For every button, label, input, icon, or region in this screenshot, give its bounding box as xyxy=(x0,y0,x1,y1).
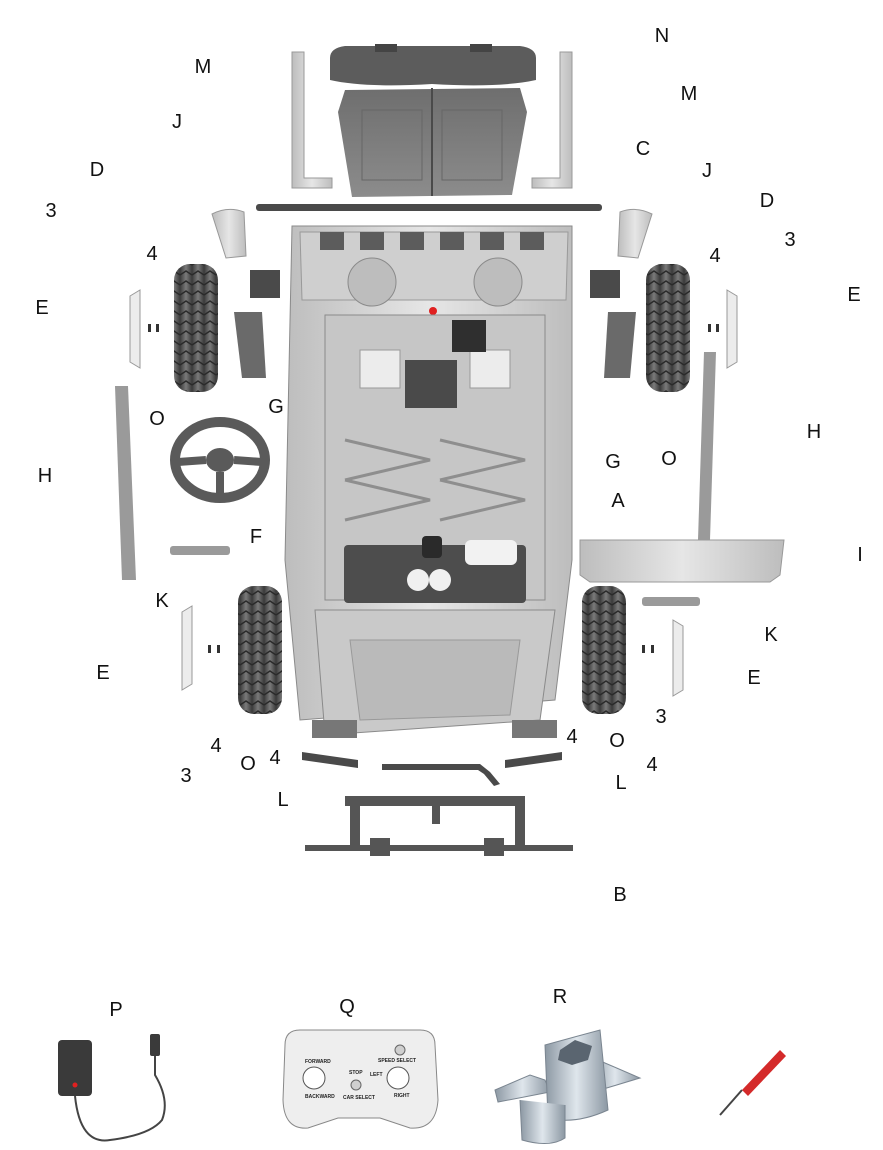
label-l-right: L xyxy=(615,772,627,794)
remote-speed-select-label: SPEED SELECT xyxy=(378,1058,416,1064)
label-c: C xyxy=(635,138,651,160)
rod-part xyxy=(256,204,602,211)
upright-right-part xyxy=(531,51,573,189)
axle-washers-part xyxy=(148,324,719,653)
label-j-right: J xyxy=(702,160,712,182)
label-m-left: M xyxy=(194,56,212,78)
label-4-c: 4 xyxy=(210,735,222,757)
hubcap-rl-part xyxy=(129,289,141,369)
label-o-d: O xyxy=(240,753,256,775)
remote-backward-label: BACKWARD xyxy=(305,1094,335,1100)
label-i: I xyxy=(857,544,863,566)
label-h-left: H xyxy=(37,465,53,487)
wheel-front-left-part xyxy=(238,586,282,714)
side-rail-right-part xyxy=(505,752,562,768)
label-o-c: O xyxy=(609,730,625,752)
label-a: A xyxy=(611,490,625,512)
wheel-front-right-part xyxy=(582,586,626,714)
label-e-c: E xyxy=(96,662,110,684)
front-bumper-part xyxy=(579,539,785,583)
label-g-right: G xyxy=(605,451,621,473)
label-e-b: E xyxy=(847,284,861,306)
hubcap-rr-part xyxy=(726,289,738,369)
label-e-d: E xyxy=(747,667,761,689)
remote-stop-label: STOP xyxy=(349,1070,363,1076)
label-f: F xyxy=(249,526,263,548)
label-o-a: O xyxy=(149,408,165,430)
label-4-e: 4 xyxy=(566,726,578,748)
label-n: N xyxy=(654,25,670,47)
seat-part xyxy=(338,88,527,197)
label-3-d: 3 xyxy=(180,765,192,787)
forward-backward-dial xyxy=(302,1066,326,1090)
label-k-right: K xyxy=(764,624,778,646)
stop-button-icon xyxy=(350,1079,362,1091)
upright-left-part xyxy=(291,51,333,189)
label-o-b: O xyxy=(661,448,677,470)
plate-left-part xyxy=(250,270,280,298)
charger-part xyxy=(58,1034,166,1142)
tow-bar-part xyxy=(382,764,500,786)
label-4-f: 4 xyxy=(646,754,658,776)
label-p: P xyxy=(109,999,123,1021)
label-3-a: 3 xyxy=(45,200,57,222)
wheel-rear-left-part xyxy=(174,264,218,392)
label-b: B xyxy=(613,884,627,906)
fender-right-part xyxy=(617,208,653,259)
label-e-a: E xyxy=(35,297,49,319)
bracket-k-part xyxy=(642,597,700,606)
left-right-dial xyxy=(386,1066,410,1090)
label-3-c: 3 xyxy=(655,706,667,728)
label-d-right: D xyxy=(759,190,775,212)
remote-car-select-label: CAR SELECT xyxy=(343,1095,375,1101)
label-d-left: D xyxy=(89,159,105,181)
label-4-a: 4 xyxy=(146,243,158,265)
plate-right-part xyxy=(590,270,620,298)
label-k-left: K xyxy=(155,590,169,612)
wrench-part xyxy=(494,1029,642,1144)
steering-wheel-part xyxy=(170,417,270,503)
label-4-d: 4 xyxy=(269,747,281,769)
hubcap-fr-part xyxy=(672,619,684,697)
label-h-right: H xyxy=(806,421,822,443)
gearbox-left-part xyxy=(234,312,266,378)
speed-select-button-icon xyxy=(394,1044,406,1056)
remote-control: FORWARD BACKWARD STOP LEFT RIGHT SPEED S… xyxy=(282,1029,439,1129)
seat-back-part xyxy=(330,44,536,86)
screwdriver-part xyxy=(719,1050,786,1116)
remote-left-label: LEFT xyxy=(370,1072,383,1078)
hubcap-fl-part xyxy=(181,605,193,691)
gearbox-right-part xyxy=(604,312,636,378)
car-body-part xyxy=(284,225,573,738)
label-g-left: G xyxy=(268,396,284,418)
label-m-right: M xyxy=(680,83,698,105)
label-q: Q xyxy=(339,996,355,1018)
label-3-b: 3 xyxy=(784,229,796,251)
label-l-left: L xyxy=(277,789,289,811)
remote-right-label: RIGHT xyxy=(394,1093,410,1099)
side-bar-left-part xyxy=(115,386,136,580)
label-4-b: 4 xyxy=(709,245,721,267)
wheel-rear-right-part xyxy=(646,264,690,392)
side-rail-left-part xyxy=(302,752,358,768)
label-j-left: J xyxy=(172,111,182,133)
bracket-f-part xyxy=(170,546,230,555)
label-r: R xyxy=(552,986,568,1008)
side-bar-right-part xyxy=(698,352,716,540)
remote-forward-label: FORWARD xyxy=(305,1059,331,1065)
fender-left-part xyxy=(211,208,247,259)
front-frame-part xyxy=(305,796,573,856)
